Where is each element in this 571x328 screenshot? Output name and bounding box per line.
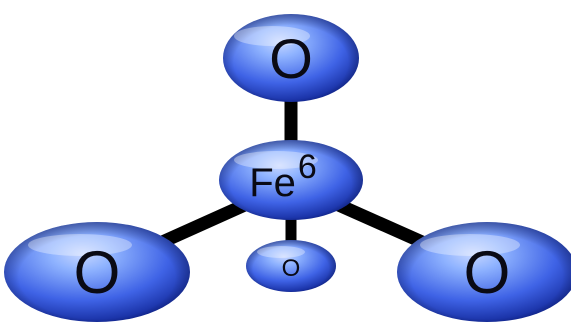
atom-superscript: 6 xyxy=(298,148,317,186)
atom-iron-center: Fe6 xyxy=(219,140,363,220)
atom-oxygen-right: O xyxy=(397,222,571,322)
atom-oxygen-top: O xyxy=(223,14,359,102)
atom-label-top: O xyxy=(269,27,313,90)
atom-oxygen-left: O xyxy=(4,222,190,322)
atom-label-front: O xyxy=(282,255,301,282)
atom-label-right: O xyxy=(464,239,511,306)
atom-label-left: O xyxy=(74,239,121,306)
atom-oxygen-front: O xyxy=(246,240,336,292)
atom-symbol-fe: Fe xyxy=(249,161,296,205)
atom-label-center: Fe6 xyxy=(249,148,317,205)
